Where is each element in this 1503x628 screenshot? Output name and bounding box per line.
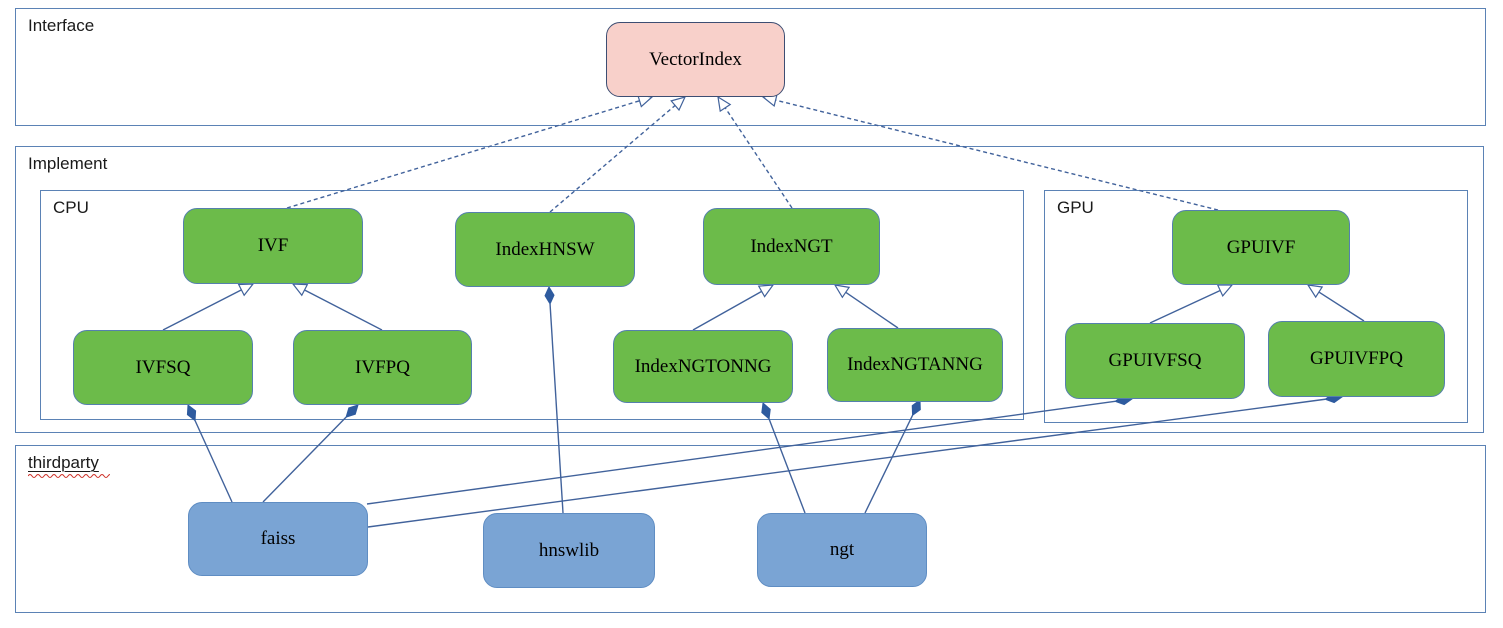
section-label-gpu: GPU	[1057, 198, 1094, 217]
node-label-faiss: faiss	[260, 528, 296, 549]
section-label-thirdparty: thirdparty	[28, 453, 99, 472]
node-label-ivfpq: IVFPQ	[355, 356, 410, 378]
node-hnswlib: hnswlib	[483, 513, 655, 588]
node-label-hnswlib: hnswlib	[538, 539, 600, 561]
node-label-ngt: ngt	[829, 539, 855, 560]
node-gpuivfsq: GPUIVFSQ	[1065, 323, 1245, 399]
node-ivfsq: IVFSQ	[73, 330, 253, 405]
node-indexngt: IndexNGT	[703, 208, 880, 285]
node-gpuivfpq: GPUIVFPQ	[1268, 321, 1445, 397]
node-ngt: ngt	[757, 513, 927, 587]
node-label-ivfsq: IVFSQ	[135, 356, 191, 378]
node-label-ivf: IVF	[257, 235, 289, 256]
spellcheck-squiggle	[28, 474, 110, 478]
node-label-indexngtanng: IndexNGTANNG	[847, 354, 983, 375]
node-gpuivf: GPUIVF	[1172, 210, 1350, 285]
node-ivf: IVF	[183, 208, 363, 284]
node-vectorindex: VectorIndex	[606, 22, 785, 97]
section-label-cpu: CPU	[53, 198, 89, 217]
node-indexhnsw: IndexHNSW	[455, 212, 635, 287]
node-label-indexngtonng: IndexNGTONNG	[634, 355, 772, 377]
node-label-gpuivfsq: GPUIVFSQ	[1108, 350, 1202, 371]
node-faiss: faiss	[188, 502, 368, 576]
node-indexngtanng: IndexNGTANNG	[827, 328, 1003, 402]
node-ivfpq: IVFPQ	[293, 330, 472, 405]
node-indexngtonng: IndexNGTONNG	[613, 330, 793, 403]
section-label-implement: Implement	[28, 154, 108, 173]
node-label-indexngt: IndexNGT	[750, 235, 833, 257]
section-label-interface: Interface	[28, 16, 95, 35]
node-label-gpuivf: GPUIVF	[1226, 236, 1296, 258]
node-label-gpuivfpq: GPUIVFPQ	[1310, 348, 1403, 369]
node-label-vectorindex: VectorIndex	[649, 48, 742, 70]
node-label-indexhnsw: IndexHNSW	[495, 238, 595, 260]
